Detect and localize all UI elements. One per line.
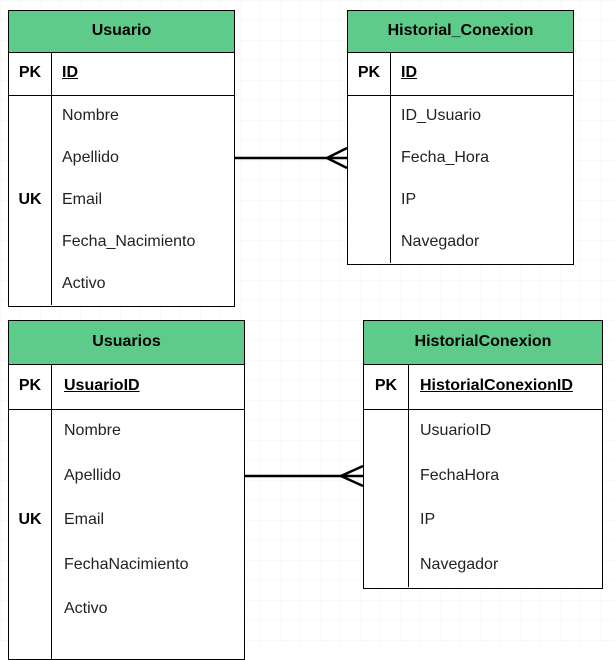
attribute: ID_Usuario [401, 107, 482, 124]
attribute: Email [62, 191, 103, 208]
pk-row: PK UsuarioID [9, 365, 244, 410]
attribute-list: ID_Usuario Fecha_Hora IP Navegador [348, 96, 573, 263]
pk-label: PK [374, 377, 398, 394]
attribute: Nombre [62, 107, 119, 124]
pk-field: UsuarioID [64, 377, 140, 394]
column-divider [51, 96, 52, 305]
pk-row: PK HistorialConexionID [364, 365, 602, 410]
entity-header: HistorialConexion [364, 321, 602, 365]
column-divider [51, 365, 52, 409]
column-divider [51, 410, 52, 660]
column-divider [390, 96, 391, 263]
column-divider [408, 410, 409, 587]
entity-usuarios[interactable]: Usuarios PK UsuarioID UK Nombre Apellido… [8, 320, 245, 660]
attribute: UsuarioID [420, 422, 492, 439]
pk-field: ID [401, 64, 417, 81]
attribute-list: UK Nombre Apellido Email FechaNacimiento… [9, 410, 244, 660]
attribute: Fecha_Hora [401, 149, 490, 166]
attribute-list: UK Nombre Apellido Email Fecha_Nacimient… [9, 96, 234, 305]
pk-label: PK [18, 64, 42, 81]
column-divider [408, 365, 409, 409]
attribute: FechaHora [420, 467, 500, 484]
entity-historial-conexion[interactable]: Historial_Conexion PK ID ID_Usuario Fech… [347, 10, 574, 265]
attribute: Fecha_Nacimiento [62, 233, 196, 250]
pk-field: HistorialConexionID [420, 377, 573, 394]
attribute: Apellido [62, 149, 119, 166]
attribute: IP [401, 191, 417, 208]
entity-historialconexion[interactable]: HistorialConexion PK HistorialConexionID… [363, 320, 603, 589]
attribute-list: UsuarioID FechaHora IP Navegador [364, 410, 602, 587]
attribute: Apellido [64, 467, 121, 484]
attribute: Navegador [401, 233, 480, 250]
column-divider [390, 53, 391, 95]
pk-row: PK ID [348, 53, 573, 96]
entity-header: Usuarios [9, 321, 244, 365]
attribute: Email [64, 511, 105, 528]
attribute: IP [420, 511, 436, 528]
attribute: FechaNacimiento [64, 556, 189, 573]
pk-field: ID [62, 64, 78, 81]
attribute: Activo [62, 275, 106, 292]
entity-usuario[interactable]: Usuario PK ID UK Nombre Apellido Email F… [8, 10, 235, 307]
uk-label: UK [18, 511, 42, 528]
entity-header: Historial_Conexion [348, 11, 573, 53]
pk-label: PK [18, 377, 42, 394]
pk-row: PK ID [9, 53, 234, 96]
attribute: Nombre [64, 422, 121, 439]
attribute: Navegador [420, 556, 499, 573]
entity-header: Usuario [9, 11, 234, 53]
attribute: Activo [64, 600, 108, 617]
pk-label: PK [357, 64, 381, 81]
column-divider [51, 53, 52, 95]
uk-label: UK [18, 191, 42, 208]
